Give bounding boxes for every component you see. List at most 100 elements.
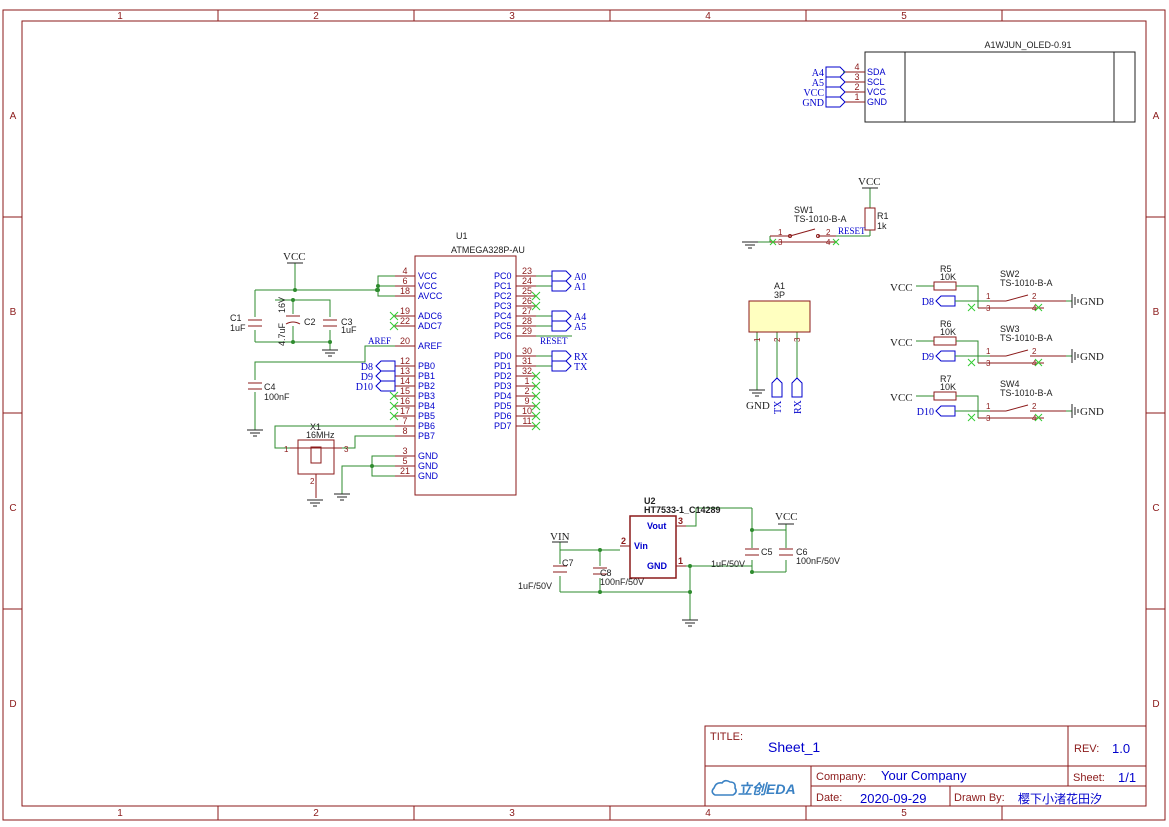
pin-name: PD6 <box>494 411 512 421</box>
switch-ref: SW1 <box>794 205 814 215</box>
gnd-label: GND <box>746 400 770 412</box>
pin-number: 26 <box>522 296 532 306</box>
pin-number: 1 <box>986 347 991 356</box>
pin-number: 4 <box>826 238 831 247</box>
pin-name: PC3 <box>494 301 512 311</box>
col-label: 3 <box>509 808 515 819</box>
pin-number: 28 <box>522 316 532 326</box>
crystal-x1: X1 16MHz 1 2 3 <box>284 422 349 498</box>
pin-name: VCC <box>867 87 887 97</box>
regulator-u2: U2 HT7533-1_C14289 Vout Vin GND 3 2 1 C5… <box>518 496 840 594</box>
pin-number: 5 <box>402 456 407 466</box>
cap-ref: C3 <box>341 317 353 327</box>
col-label: 2 <box>313 11 319 22</box>
gnd-symbols <box>247 187 878 627</box>
pin-number: 1 <box>986 292 991 301</box>
pin-number: 31 <box>522 356 532 366</box>
header-value: 3P <box>774 290 785 300</box>
pin-name: PC5 <box>494 321 512 331</box>
pin-number: 27 <box>522 306 532 316</box>
cap-value: 100nF/50V <box>796 556 840 566</box>
gnd-label: GND <box>1080 351 1104 363</box>
pin-number: 1 <box>986 402 991 411</box>
pin-number: 3 <box>986 304 991 313</box>
regulator-ref: U2 <box>644 496 656 506</box>
mcu-ref: U1 <box>456 231 468 241</box>
oled-name: A1WJUN_OLED-0.91 <box>984 40 1071 50</box>
resistor-ref: R1 <box>877 211 889 221</box>
pin-number: 23 <box>522 266 532 276</box>
reset-net: RESET <box>540 336 568 346</box>
pin-number: 24 <box>522 276 532 286</box>
row-label: C <box>1152 503 1159 514</box>
gnd-label: GND <box>1080 406 1104 418</box>
pin-number: 25 <box>522 286 532 296</box>
pin-name: GND <box>647 561 668 571</box>
sheet-frame <box>2 9 1166 821</box>
pin-name: GND <box>418 461 439 471</box>
cap-ref: C8 <box>600 568 612 578</box>
net-label: A4 <box>812 68 824 79</box>
pin-number: 29 <box>522 326 532 336</box>
cap-ref: C6 <box>796 547 808 557</box>
pin-number: 2 <box>773 337 782 342</box>
title-block: TITLE: REV: Company: Sheet: Date: Drawn … <box>704 725 1147 807</box>
pin-name: Vout <box>647 521 666 531</box>
pin-name: PB0 <box>418 361 435 371</box>
cap-voltage: 16V <box>277 297 287 313</box>
title-label: TITLE: <box>710 731 743 743</box>
pin-number: 8 <box>402 426 407 436</box>
pin-name: VCC <box>418 271 438 281</box>
net-label: D8 <box>361 362 373 373</box>
net-label: TX <box>574 362 588 373</box>
pin-number: 2 <box>854 82 859 92</box>
pin-number: 4 <box>1032 359 1037 368</box>
rev-label: REV: <box>1074 743 1099 755</box>
pin-number: 2 <box>310 477 315 486</box>
col-label: 5 <box>901 11 907 22</box>
cap-value: 100nF <box>264 392 290 402</box>
resistor-ref: R6 <box>940 319 952 329</box>
frame-labels: 1 2 3 4 5 1 2 3 4 5 A B C D A B C D <box>9 11 1159 819</box>
sheet-label: Sheet: <box>1073 772 1105 784</box>
pin-number: 30 <box>522 346 532 356</box>
pin-number: 11 <box>522 416 531 426</box>
row-label: A <box>10 111 17 122</box>
pin-name: PD7 <box>494 421 512 431</box>
pin-number: 1 <box>524 376 529 386</box>
pin-name: PC0 <box>494 271 512 281</box>
pin-name: PD3 <box>494 381 512 391</box>
row-label: D <box>1152 699 1159 710</box>
pin-number: 12 <box>400 356 410 366</box>
date-label: Date: <box>816 792 842 804</box>
net-label: D8 <box>922 297 934 308</box>
crystal-ref: X1 <box>310 422 321 432</box>
regulator-part: HT7533-1_C14289 <box>644 505 721 515</box>
row-label: A <box>1153 111 1160 122</box>
switch-part: TS-1010-B-A <box>1000 278 1053 288</box>
net-label: VCC <box>803 88 824 99</box>
pin-name: ADC6 <box>418 311 442 321</box>
pin-number: 4 <box>402 266 407 276</box>
lceda-logo: 立创EDA <box>711 779 796 797</box>
switch-part: TS-1010-B-A <box>794 214 847 224</box>
pin-number: 19 <box>400 306 410 316</box>
pin-number: 13 <box>400 366 410 376</box>
pin-number: 15 <box>400 386 410 396</box>
cap-value: 1uF/50V <box>518 581 552 591</box>
pin-number: 6 <box>402 276 407 286</box>
junctions <box>291 284 380 468</box>
pin-number: 3 <box>402 446 407 456</box>
vcc-label: VCC <box>890 282 913 294</box>
gnd-label: GND <box>1080 296 1104 308</box>
vcc-label: VCC <box>890 337 913 349</box>
pin-number: 3 <box>854 72 859 82</box>
cap-value: 1uF <box>230 323 246 333</box>
pin-number: 7 <box>402 416 407 426</box>
